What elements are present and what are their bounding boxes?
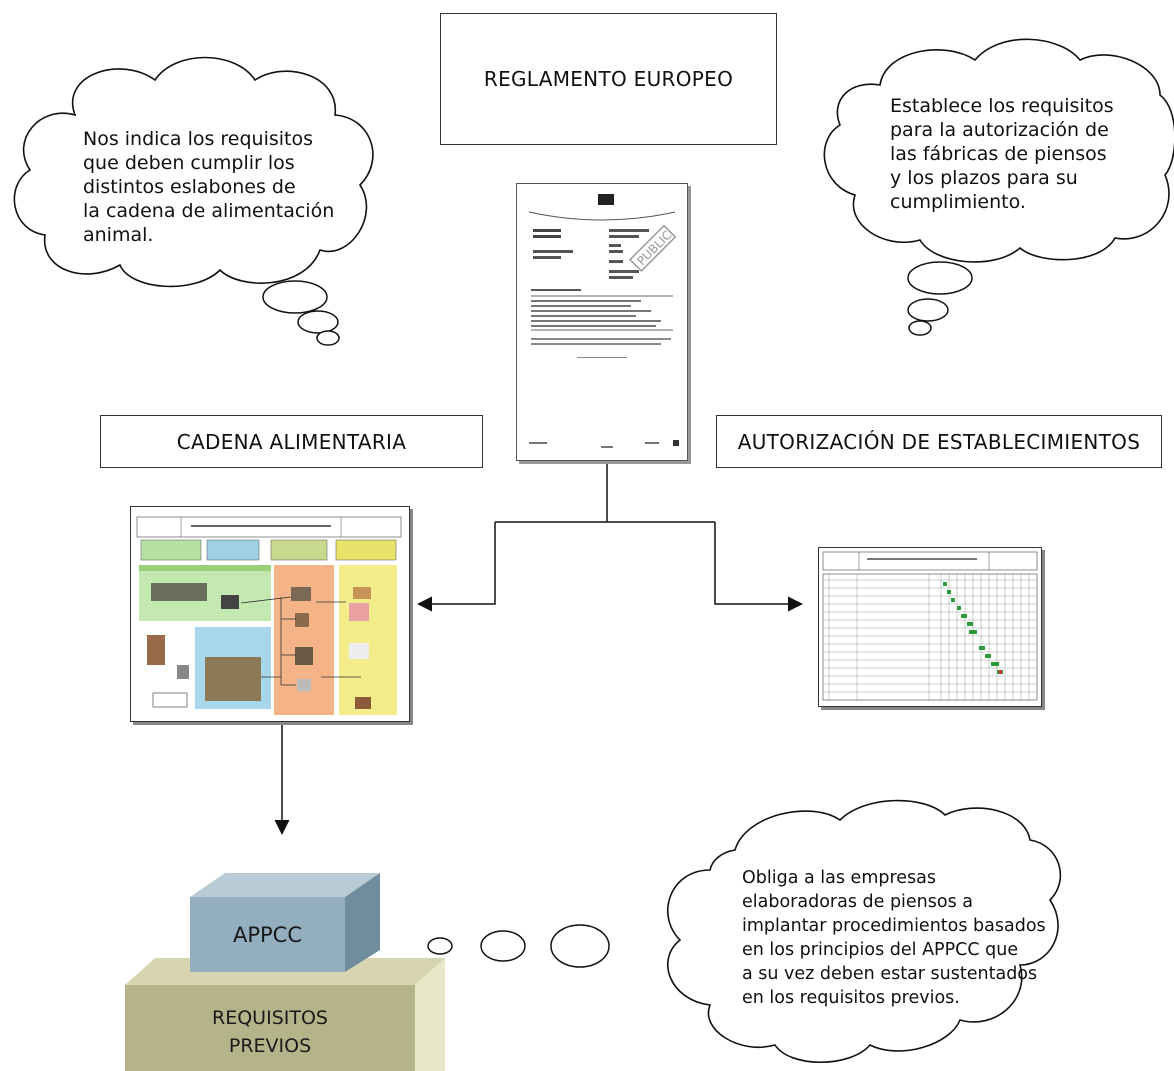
appcc-block-top (190, 873, 380, 897)
bottom-cloud-text: Obliga a las empresas elaboradoras de pi… (742, 868, 1046, 1008)
right-cloud-bubble-2 (907, 298, 949, 322)
bottom-cloud-bubble-1 (427, 937, 453, 955)
regulation-document-thumbnail: PUBLIC (516, 183, 688, 461)
appcc-block-label: APPCC (232, 923, 303, 947)
bottom-cloud-shape (666, 799, 1062, 1063)
right-cloud-bubble-1 (907, 261, 973, 295)
appcc-block-front (190, 897, 345, 972)
requisitos-block-front (125, 985, 415, 1071)
right-cloud-text: Establece los requisitos para la autoriz… (890, 95, 1114, 213)
requisitos-previos-label: REQUISITOS PREVIOS (212, 1007, 328, 1057)
arrow-to-cadena (417, 522, 496, 612)
requisitos-block-side (415, 958, 445, 1071)
public-stamp: PUBLIC (634, 228, 674, 268)
left-cloud-text: Nos indica los requisitos que deben cump… (83, 128, 335, 246)
left-cloud-bubble-1 (262, 280, 328, 314)
bottom-cloud-bubble-2 (480, 930, 526, 962)
arrow-to-autorizacion (714, 522, 803, 612)
cadena-alimentaria-title: CADENA ALIMENTARIA (100, 415, 483, 468)
right-cloud-shape (823, 38, 1174, 263)
reglamento-europeo-title: REGLAMENTO EUROPEO (440, 13, 777, 145)
right-cloud-bubble-3 (908, 320, 932, 336)
regulation-document-graphic: PUBLIC (528, 194, 679, 448)
cadena-alimentaria-thumbnail (130, 506, 410, 722)
bottom-cloud-bubble-3 (550, 924, 610, 968)
left-cloud-bubble-3 (316, 330, 340, 346)
autorizacion-gantt-thumbnail (818, 547, 1042, 707)
gantt-chart-graphic (822, 551, 1038, 701)
left-cloud-bubble-2 (297, 310, 339, 334)
autorizacion-title: AUTORIZACIÓN DE ESTABLECIMIENTOS (716, 415, 1162, 468)
appcc-block-side (345, 873, 380, 972)
left-cloud-shape (13, 56, 374, 288)
cadena-chart-graphic (136, 516, 402, 715)
